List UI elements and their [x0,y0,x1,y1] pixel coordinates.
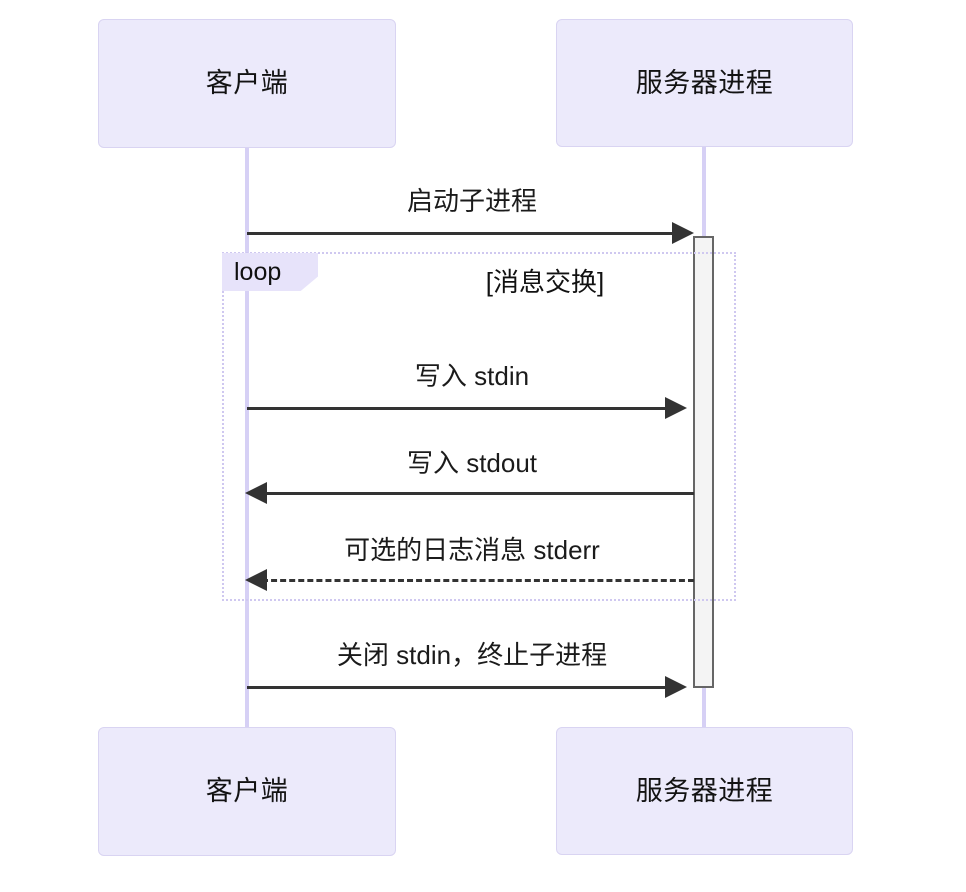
loop-fragment-tag: loop [222,253,318,291]
loop-fragment-tag-label: loop [234,257,282,286]
participant-client-bottom[interactable]: 客户端 [98,727,396,856]
message-label-optional-log-stderr: 可选的日志消息 stderr [344,535,600,565]
message-line-close-stdin-terminate [247,686,675,689]
participant-client-top-label: 客户端 [205,68,289,98]
activation-bar-server [693,236,714,688]
message-line-start-subprocess [247,232,683,235]
message-label-start-subprocess: 启动子进程 [406,186,537,216]
message-label-write-stdin: 写入 stdin [414,361,530,391]
loop-fragment-box [222,252,736,601]
loop-fragment-condition: [消息交换] [485,267,605,297]
participant-client-bottom-label: 客户端 [205,776,289,806]
participant-server-bottom[interactable]: 服务器进程 [556,727,853,855]
message-label-close-stdin-terminate: 关闭 stdin，终止子进程 [336,640,608,670]
arrowhead-right-icon-write-stdin [665,397,687,419]
arrowhead-right-icon-start-subprocess [672,222,694,244]
message-line-write-stdout [262,492,694,495]
lifeline-client [245,148,249,728]
arrowhead-left-icon-optional-log-stderr [245,569,267,591]
participant-server-top[interactable]: 服务器进程 [556,19,853,147]
participant-server-top-label: 服务器进程 [635,67,774,98]
message-line-write-stdin [247,407,675,410]
message-line-optional-log-stderr [262,579,694,582]
participant-server-bottom-label: 服务器进程 [635,775,774,806]
message-label-write-stdout: 写入 stdout [406,448,538,478]
participant-client-top[interactable]: 客户端 [98,19,396,148]
arrowhead-right-icon-close-stdin-terminate [665,676,687,698]
arrowhead-left-icon-write-stdout [245,482,267,504]
